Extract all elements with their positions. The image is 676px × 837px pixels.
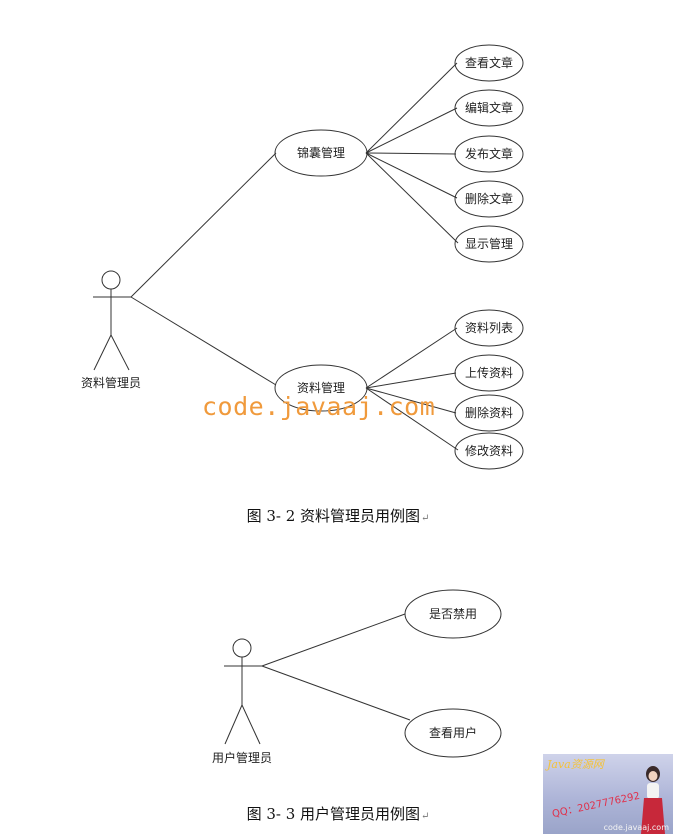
assoc-g1-item4 bbox=[365, 152, 458, 199]
figure1 bbox=[93, 44, 524, 470]
usecase-group2 bbox=[274, 364, 368, 412]
actor-leg-left bbox=[224, 704, 243, 745]
actor-label-figure2: 用户管理员 bbox=[212, 750, 272, 765]
assoc-g1-item1 bbox=[365, 62, 458, 154]
usecase-g2-item3-label: 删除资料 bbox=[465, 405, 513, 420]
badge-url: code.javaaj.com bbox=[603, 823, 669, 832]
usecase-group2-label: 资料管理 bbox=[297, 380, 345, 395]
assoc-g2-item4 bbox=[365, 387, 459, 451]
badge-title: Java资源网 bbox=[547, 758, 604, 771]
assoc-g2-item1 bbox=[365, 327, 458, 389]
badge-qq: QQ：2027776292 bbox=[551, 790, 641, 821]
usecase-group1-label: 锦囊管理 bbox=[297, 145, 345, 160]
figure2-caption: 图 3- 3 用户管理员用例图↵ bbox=[246, 805, 430, 823]
assoc-g2-item2 bbox=[365, 372, 457, 389]
return-mark-icon: ↵ bbox=[421, 513, 430, 524]
usecase-group1 bbox=[274, 129, 368, 177]
assoc-actor-item2 bbox=[261, 665, 411, 721]
usecase-f2-item1-label: 是否禁用 bbox=[429, 607, 477, 621]
actor-leg-right bbox=[241, 704, 261, 745]
usecase-g1-item2-label: 编辑文章 bbox=[465, 100, 513, 115]
actor-leg-left bbox=[93, 334, 112, 371]
usecase-g1-item5-label: 显示管理 bbox=[465, 236, 513, 251]
usecase-g1-item4 bbox=[454, 180, 524, 218]
figure2 bbox=[224, 589, 502, 758]
usecase-g1-item2 bbox=[454, 89, 524, 127]
usecase-g2-item2-label: 上传资料 bbox=[465, 365, 513, 380]
usecase-g1-item5 bbox=[454, 225, 524, 263]
site-badge: Java资源网 QQ：2027776292 code.javaaj.com bbox=[543, 754, 673, 834]
assoc-g1-item3 bbox=[365, 152, 457, 155]
usecase-g1-item1-label: 查看文章 bbox=[465, 55, 513, 70]
assoc-actor-group1 bbox=[130, 152, 277, 298]
usecase-f2-item2-label: 查看用户 bbox=[429, 725, 477, 740]
return-mark-icon: ↵ bbox=[421, 811, 430, 822]
usecase-g2-item3 bbox=[454, 394, 524, 432]
usecase-g1-item1 bbox=[454, 44, 524, 82]
actor-leg-right bbox=[110, 334, 130, 371]
usecase-g2-item2 bbox=[454, 354, 524, 392]
usecase-g2-item1 bbox=[454, 309, 524, 347]
actor-head bbox=[101, 270, 121, 290]
watermark-text: code.javaaj.com bbox=[202, 392, 436, 421]
assoc-g2-item3 bbox=[365, 387, 457, 414]
actor-label-figure1: 资料管理员 bbox=[81, 375, 141, 390]
usecase-g2-item4-label: 修改资料 bbox=[465, 443, 513, 458]
figure2-labels: 用户管理员 是否禁用 查看用户 bbox=[212, 607, 477, 765]
figure1-labels: 资料管理员 锦囊管理 资料管理 查看文章 编辑文章 发布文章 删除文章 显示管理… bbox=[81, 55, 513, 458]
figure1-caption: 图 3- 2 资料管理员用例图↵ bbox=[246, 507, 430, 525]
usecase-f2-item1 bbox=[404, 589, 502, 639]
person-icon bbox=[641, 766, 665, 834]
actor-figure1 bbox=[93, 270, 131, 371]
assoc-g1-item5 bbox=[365, 152, 459, 244]
actor-head bbox=[232, 638, 252, 658]
assoc-actor-group2 bbox=[130, 296, 277, 386]
usecase-g1-item3 bbox=[454, 135, 524, 173]
usecase-f2-item2 bbox=[404, 708, 502, 758]
usecase-g1-item3-label: 发布文章 bbox=[465, 146, 513, 161]
usecase-g2-item1-label: 资料列表 bbox=[465, 321, 513, 335]
assoc-actor-item1 bbox=[261, 613, 406, 667]
assoc-g1-item2 bbox=[365, 107, 458, 154]
usecase-g1-item4-label: 删除文章 bbox=[465, 191, 513, 206]
actor-figure2 bbox=[224, 638, 262, 745]
usecase-g2-item4 bbox=[454, 432, 524, 470]
